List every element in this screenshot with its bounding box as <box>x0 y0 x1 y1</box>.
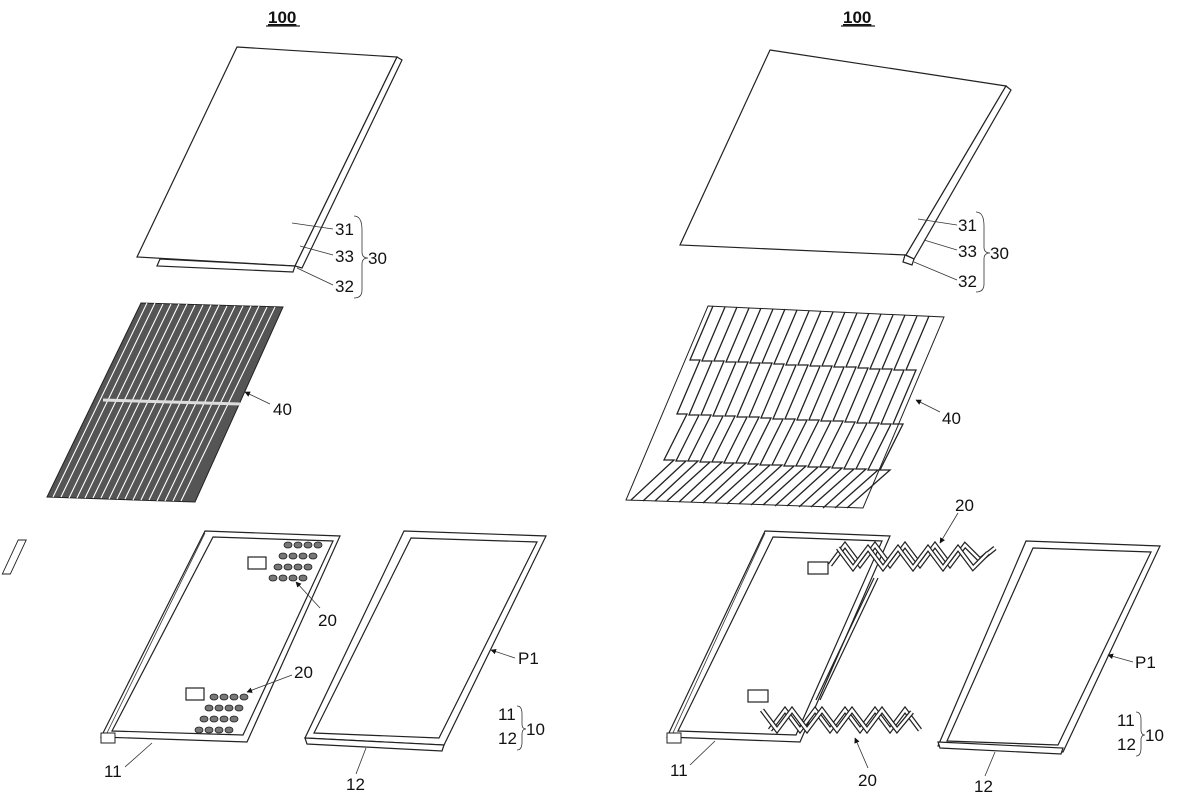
frame-12-bottom-rail <box>937 741 1064 755</box>
label-33: 33 <box>958 242 977 261</box>
label-12-group: 12 <box>498 729 517 748</box>
leader-32 <box>913 261 958 281</box>
frame-11-inner <box>677 536 883 736</box>
label-32: 32 <box>958 272 977 291</box>
frame-11-inner <box>111 536 334 736</box>
label-31: 31 <box>335 220 354 239</box>
label-40: 40 <box>942 409 961 428</box>
cover-bottom-strip <box>902 254 915 266</box>
leader-20-upper <box>295 581 321 609</box>
label-31: 31 <box>958 216 977 235</box>
leader-20-lower <box>854 737 869 769</box>
leader-20-upper <box>939 512 959 544</box>
brace-30 <box>353 215 369 299</box>
frame-11-corner-block <box>100 732 116 744</box>
frame-12-inner <box>946 547 1152 746</box>
mesh-sheet-40 <box>625 305 945 509</box>
label-30: 30 <box>368 249 387 268</box>
label-10: 10 <box>526 720 545 739</box>
label-40: 40 <box>273 400 292 419</box>
frame-12-inner <box>313 537 538 739</box>
leader-11 <box>689 740 716 766</box>
label-P1: P1 <box>518 649 539 668</box>
leader-40 <box>244 391 271 405</box>
cover-panel <box>136 46 398 267</box>
leader-33 <box>299 245 334 256</box>
label-11-group: 11 <box>498 705 516 724</box>
label-33: 33 <box>335 247 354 266</box>
label-P1: P1 <box>1135 653 1156 672</box>
figure-right: 100 31 33 32 30 <box>625 8 1164 796</box>
frame-11 <box>100 530 341 744</box>
frame-11-divider-inner <box>815 577 875 701</box>
linkage-20-upper <box>807 540 997 575</box>
leader-12 <box>355 747 367 775</box>
frame-11 <box>666 530 891 744</box>
figure-left: 100 31 33 32 30 <box>1 8 547 794</box>
label-11: 11 <box>670 761 688 780</box>
label-12: 12 <box>346 775 365 794</box>
mesh-outline <box>625 305 945 509</box>
leader-40 <box>915 399 941 413</box>
label-20-lower: 20 <box>858 771 877 790</box>
frame-11-rail <box>671 532 766 736</box>
label-32: 32 <box>335 277 354 296</box>
cover-assembly <box>679 49 1012 266</box>
leader-33 <box>923 239 958 251</box>
linkage-20-lower <box>747 689 922 735</box>
label-12-group: 12 <box>1117 735 1136 754</box>
label-11-group: 11 <box>1117 711 1135 730</box>
leader-P1 <box>1107 653 1134 663</box>
figure-title: 100 <box>843 8 871 27</box>
cover-side-edge <box>294 56 403 269</box>
cover-assembly <box>136 46 403 273</box>
frame-12 <box>304 530 547 752</box>
leader-11 <box>124 742 153 768</box>
linkage-20-lower <box>185 687 249 734</box>
brace-10 <box>516 705 527 751</box>
frame-11-corner-block <box>666 732 682 744</box>
frame-11-rail <box>105 532 206 736</box>
label-10: 10 <box>1145 726 1164 745</box>
label-30: 30 <box>990 244 1009 263</box>
leader-31 <box>291 222 334 230</box>
label-12: 12 <box>974 777 993 796</box>
mesh-center-seam <box>102 398 241 406</box>
figure-title: 100 <box>268 8 296 27</box>
mesh-sheet-40 <box>46 302 284 503</box>
brace-10 <box>1135 711 1146 757</box>
frame-12 <box>937 540 1161 755</box>
leader-P1 <box>490 648 516 659</box>
frame-11-divider <box>819 577 879 701</box>
label-20-upper: 20 <box>955 496 974 515</box>
linkage-20-upper <box>1 539 323 582</box>
label-20-lower: 20 <box>294 663 313 682</box>
mesh-strands <box>630 305 930 509</box>
brace-30 <box>975 211 991 293</box>
leader-31 <box>917 218 958 226</box>
cover-bottom-strip <box>156 258 296 273</box>
leader-20-lower <box>246 674 293 693</box>
leader-12 <box>984 751 996 777</box>
frame-12-bottom-rail <box>304 737 445 752</box>
leader-32 <box>296 267 334 286</box>
label-20-upper: 20 <box>318 611 337 630</box>
label-11: 11 <box>104 762 122 781</box>
